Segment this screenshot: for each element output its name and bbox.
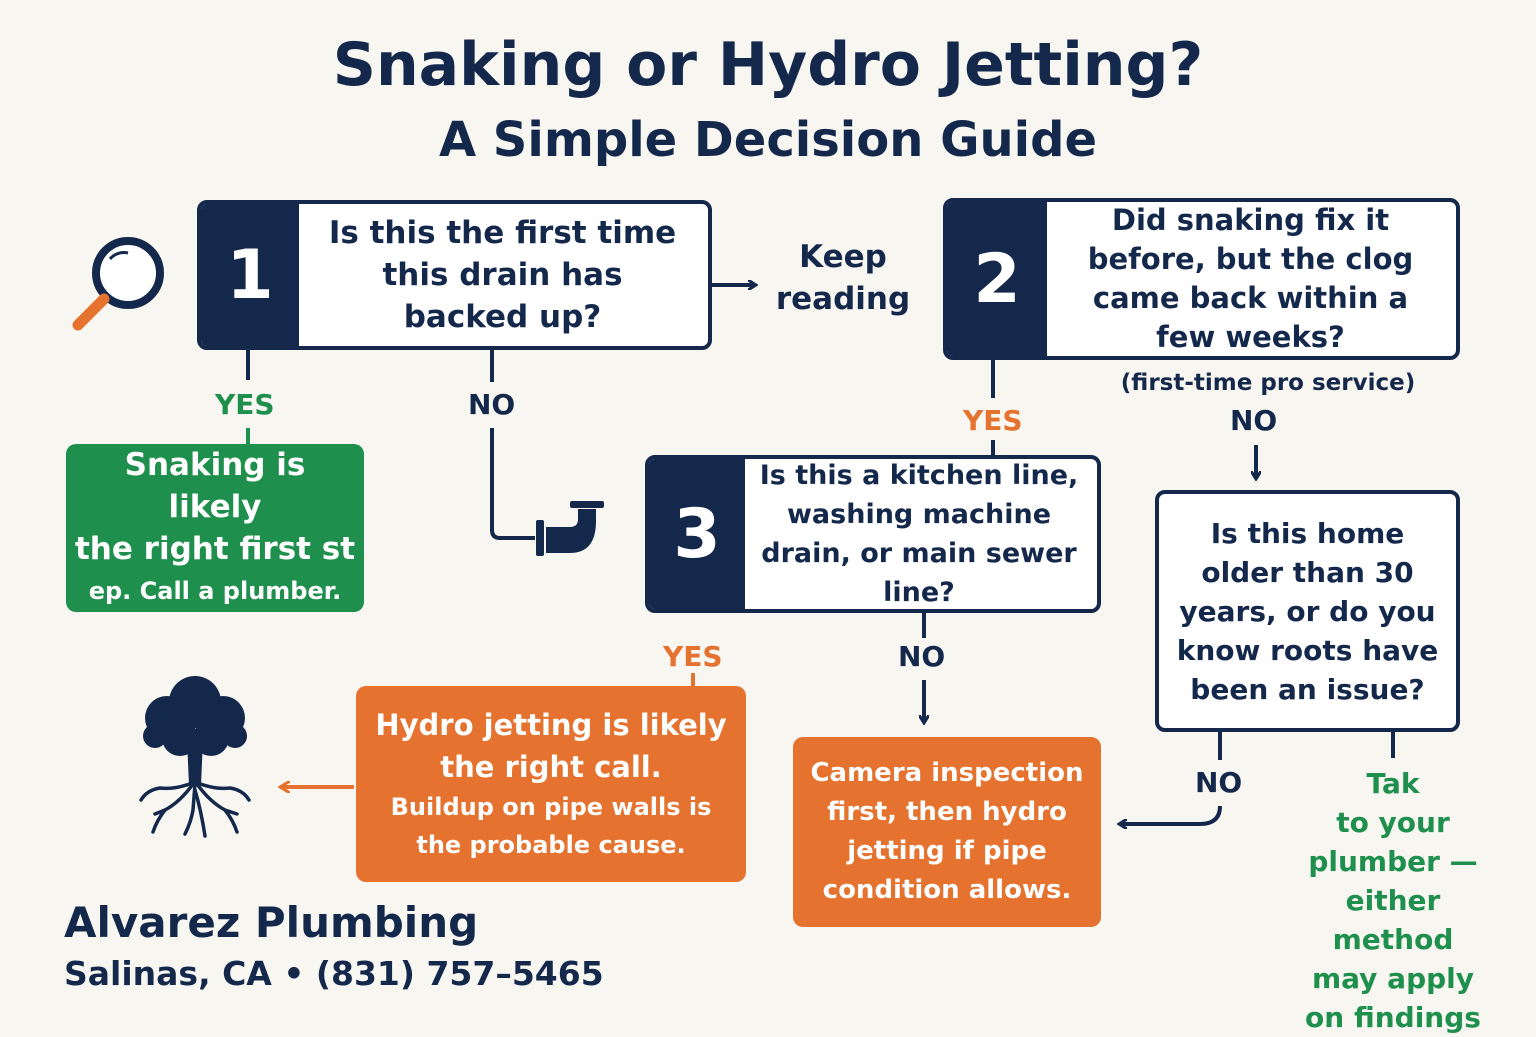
question-2-number: 2 (947, 202, 1047, 356)
company-name: Alvarez Plumbing (64, 898, 479, 947)
question-3-number: 3 (649, 459, 745, 609)
question-1-number: 1 (201, 204, 299, 346)
result-camera-line2: first, then hydro (827, 797, 1067, 827)
result-snaking-box: Snaking is likely the right first st ep.… (66, 444, 364, 612)
label-q4-no: NO (1195, 766, 1243, 799)
question-3-text: Is this a kitchen line, washing machine … (759, 460, 1079, 608)
page-title: Snaking or Hydro Jetting? (332, 30, 1204, 100)
magnifier-icon (72, 237, 164, 331)
result-talk-line6: on findings (1305, 1001, 1481, 1034)
question-1-box: 1 Is this the first time this drain has … (197, 200, 712, 350)
label-q3-no: NO (898, 640, 946, 673)
question-4-box: Is this home older than 30 years, or do … (1155, 490, 1460, 732)
arrow-q4-no (1120, 805, 1222, 824)
result-camera-line4: condition allows. (822, 875, 1072, 905)
tree-roots-icon (139, 676, 251, 838)
label-q1-yes: YES (215, 388, 275, 421)
result-snaking-line3: ep. Call a plumber. (88, 577, 342, 605)
page-subtitle: A Simple Decision Guide (438, 112, 1098, 168)
result-talk-line3: plumber — (1308, 845, 1478, 878)
result-hydro-line2: the right call. (440, 750, 662, 784)
result-hydro-box: Hydro jetting is likely the right call. … (356, 686, 746, 882)
question-3-box: 3 Is this a kitchen line, washing machin… (645, 455, 1101, 613)
result-talk-line4: either method (1332, 884, 1454, 956)
label-q1-no: NO (468, 388, 516, 421)
company-contact: Salinas, CA • (831) 757–5465 (64, 954, 604, 993)
result-talk-to-plumber: Tak to your plumber — either method may … (1282, 764, 1504, 1037)
result-snaking-line1: Snaking is likely (124, 447, 306, 525)
label-q3-yes: YES (663, 640, 723, 673)
label-q2-yes: YES (963, 404, 1023, 437)
pipe-elbow-icon (536, 501, 604, 556)
result-snaking-line2: the right first st (74, 531, 356, 567)
line-q1-no-bottom (490, 428, 535, 540)
question-2-box: 2 Did snaking fix it before, but the clo… (943, 198, 1460, 360)
result-talk-line2: to your (1336, 806, 1450, 839)
label-q2-no: NO (1230, 404, 1278, 437)
question-2-text: Did snaking fix it before, but the clog … (1087, 203, 1414, 354)
result-hydro-line1: Hydro jetting is likely (375, 708, 727, 742)
result-hydro-line3: Buildup on pipe walls is (390, 793, 712, 821)
question-1-text: Is this the first time this drain has ba… (328, 215, 677, 335)
result-talk-line5: may apply (1311, 962, 1475, 995)
keep-reading-note: Keep reading (775, 239, 911, 317)
result-hydro-line4: the probable cause. (416, 831, 686, 859)
result-camera-line1: Camera inspection (810, 758, 1084, 788)
first-time-note: (first-time pro service) (1120, 370, 1416, 396)
result-camera-line3: jetting if pipe (847, 836, 1047, 866)
result-talk-line1: Tak (1366, 767, 1420, 800)
result-camera-box: Camera inspection first, then hydro jett… (793, 737, 1101, 927)
question-4-text: Is this home older than 30 years, or do … (1176, 516, 1439, 706)
